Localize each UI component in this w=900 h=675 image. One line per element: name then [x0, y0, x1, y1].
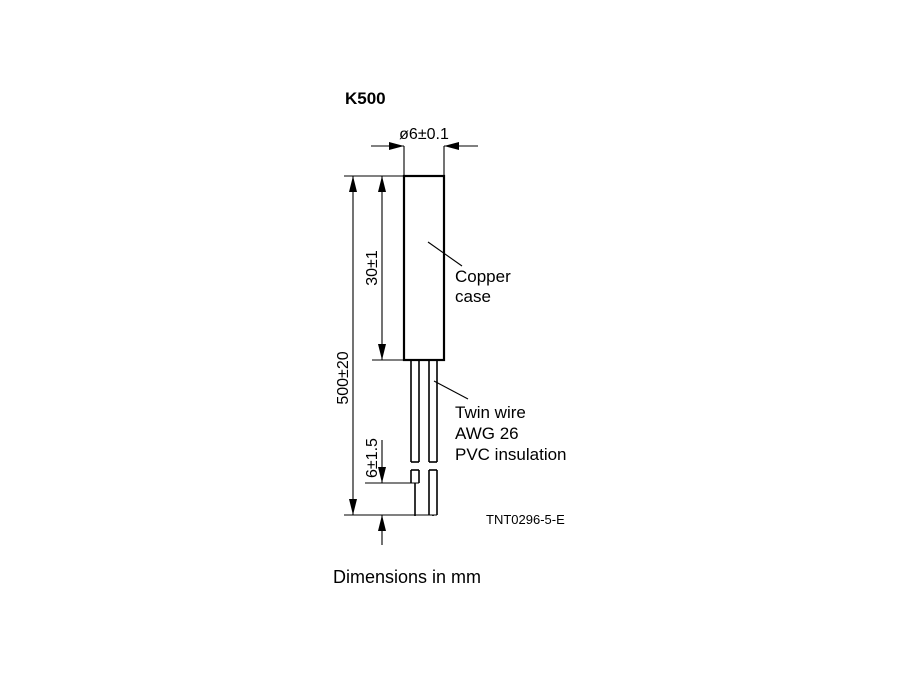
twin-wire-right-insulated: [428, 360, 438, 463]
drawing-title: K500: [345, 89, 386, 108]
case-length-arrowhead-top: [378, 176, 386, 192]
twin-wire-label-line-2: AWG 26: [455, 424, 519, 443]
twin-wire-left-insulated: [410, 360, 420, 463]
diameter-dimension-label: ø6±0.1: [399, 126, 449, 143]
twin-wire-leader-line: [433, 380, 469, 400]
copper-case-leader-line: [427, 241, 463, 267]
strip-length-dimension-label: 6±1.5: [364, 438, 381, 478]
twin-wire-label-line-1: Twin wire: [455, 403, 526, 422]
callout-twin-wire: Twin wire AWG 26 PVC insulation: [433, 380, 567, 464]
copper-case-body: [402, 174, 446, 362]
strip-length-arrowhead-top: [378, 467, 386, 483]
case-length-arrowhead-bottom: [378, 344, 386, 360]
twin-wire-right-lower-insulated: [428, 469, 438, 515]
diameter-arrowhead-right: [444, 142, 459, 150]
dimension-total-length: 500±20: [335, 175, 437, 516]
total-length-arrowhead-bottom: [349, 499, 357, 515]
dimension-strip-length: 6±1.5: [364, 438, 437, 545]
copper-case-label-line-2: case: [455, 287, 491, 306]
total-length-dimension-label: 500±20: [335, 351, 352, 404]
total-length-arrowhead-top: [349, 176, 357, 192]
strip-length-arrowhead-bottom: [378, 515, 386, 531]
twin-wire-left-lower-insulated: [410, 469, 420, 483]
diameter-arrowhead-left: [389, 142, 404, 150]
callout-copper-case: Copper case: [427, 241, 511, 306]
twin-wire-label-line-3: PVC insulation: [455, 445, 567, 464]
dimensions-unit-caption: Dimensions in mm: [333, 567, 481, 587]
drawing-code-label: TNT0296-5-E: [486, 512, 565, 527]
case-length-dimension-label: 30±1: [364, 250, 381, 286]
dimension-diameter: ø6±0.1: [371, 126, 478, 176]
copper-case-label-line-1: Copper: [455, 267, 511, 286]
